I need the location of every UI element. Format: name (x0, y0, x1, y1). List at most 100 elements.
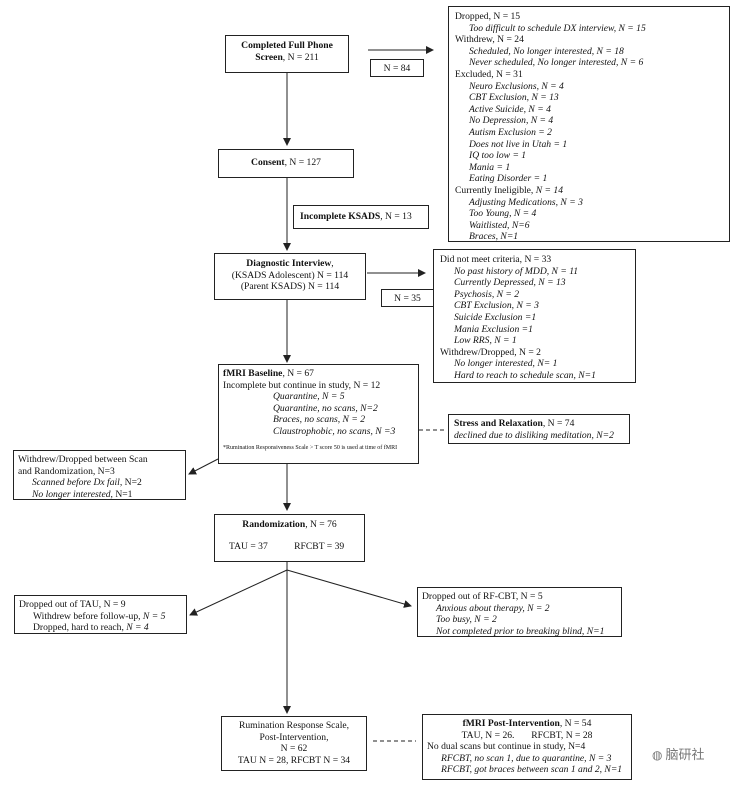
excl-excluded: Excluded, N = 31 (455, 68, 523, 80)
diagnostic-line-1: (KSADS Adolescent) N = 114 (231, 269, 349, 281)
not-met-item: Mania Exclusion =1 (454, 323, 533, 335)
phone-screen-title: Completed Full Phone Screen (241, 40, 333, 63)
rrs-line-3: N = 62 (280, 743, 308, 755)
baseline-title: fMRI Baseline (223, 368, 283, 379)
withdrew-scan-item: No longer interested, N=1 (32, 488, 133, 500)
baseline-item: Quarantine, N = 5 (273, 391, 345, 403)
arrow-to-drop-rfcbt (286, 569, 412, 608)
dropped-rfcbt-head: Dropped out of RF-CBT, N = 5 (422, 591, 543, 602)
baseline-incomplete: Incomplete but continue in study, N = 12 (223, 379, 381, 391)
excl-excluded-item: Mania = 1 (469, 161, 511, 173)
randomization-rfcbt: RFCBT = 39 (294, 540, 345, 552)
excl-ineligible-item: Too Young, N = 4 (469, 208, 537, 220)
excluded-count-box: N = 84 (370, 59, 424, 77)
arrow-baseline-to-withdrew (188, 458, 219, 475)
not-met-withdrew: Withdrew/Dropped, N = 2 (440, 346, 541, 358)
rrs-line-4: TAU N = 28, RFCBT N = 34 (237, 754, 351, 766)
not-met-item: No past history of MDD, N = 11 (454, 265, 579, 277)
watermark-text: 脑研社 (665, 748, 705, 763)
withdrew-scan-line-1: Withdrew/Dropped between Scan (18, 454, 148, 465)
exclusions-box: Dropped, N = 15 Too difficult to schedul… (448, 6, 730, 242)
dropped-tau-item: Withdrew before follow-up, N = 5 (33, 610, 166, 622)
dropped-tau-head: Dropped out of TAU, N = 9 (19, 599, 126, 610)
fmri-baseline-box: fMRI Baseline, N = 67 Incomplete but con… (218, 364, 419, 464)
stress-title: Stress and Relaxation (454, 418, 543, 429)
not-met-head: Did not meet criteria, N = 33 (440, 254, 552, 265)
phone-screen-box-text (225, 35, 349, 73)
dropped-tau-item: Dropped, hard to reach, N = 4 (33, 622, 149, 634)
excl-excluded-item: No Depression, N = 4 (469, 115, 554, 127)
excluded-count: N = 84 (383, 63, 411, 74)
diagnostic-line-2: (Parent KSADS) N = 114 (240, 281, 340, 293)
baseline-item: Quarantine, no scans, N=2 (273, 402, 378, 414)
dropped-rfcbt-box: Dropped out of RF-CBT, N = 5 Anxious abo… (417, 587, 622, 637)
not-met-box: Did not meet criteria, N = 33 No past hi… (433, 249, 636, 383)
post-title: fMRI Post-Intervention (462, 718, 560, 729)
diagnostic-box: Diagnostic Interview, (KSADS Adolescent)… (214, 253, 366, 300)
post-item: RFCBT, got braces between scan 1 and 2, … (441, 764, 623, 776)
excl-ineligible-item: Braces, N=1 (469, 231, 519, 243)
excl-ineligible-item: Waitlisted, N=6 (469, 219, 530, 231)
consent-box: Consent, N = 127 (218, 149, 354, 178)
excl-withdrew: Withdrew, N = 24 (455, 34, 524, 46)
excl-excluded-item: Autism Exclusion = 2 (469, 126, 552, 138)
rrs-box: Rumination Response Scale, Post-Interven… (221, 716, 367, 771)
incomplete-ksads-n: , N = 13 (380, 211, 412, 222)
excl-ineligible: Currently Ineligible, N = 14 (455, 184, 563, 196)
excl-ineligible-item: Adjusting Medications, N = 3 (469, 196, 583, 208)
dropped-tau-box: Dropped out of TAU, N = 9 Withdrew befor… (14, 595, 187, 634)
stress-n: , N = 74 (542, 418, 575, 429)
watermark-icon: ◍ (652, 748, 663, 762)
not-met-item: Psychosis, N = 2 (454, 288, 520, 300)
not-met-item: Suicide Exclusion =1 (454, 311, 537, 323)
post-item: RFCBT, no scan 1, due to quarantine, N =… (441, 752, 612, 764)
not-met-count: N = 35 (394, 293, 421, 304)
dropped-rfcbt-item: Anxious about therapy, N = 2 (436, 602, 550, 614)
arrow-to-drop-tau (189, 569, 288, 616)
baseline-n: , N = 67 (282, 368, 314, 379)
stress-line-1: declined due to disliking meditation, N=… (454, 429, 614, 441)
stress-box: Stress and Relaxation, N = 74 declined d… (448, 414, 630, 444)
consent-title: Consent (251, 157, 285, 168)
baseline-note: *Rumination Responsiveness Scale > T sco… (223, 444, 398, 451)
baseline-item: Braces, no scans, N = 2 (273, 414, 366, 426)
excl-excluded-item: CBT Exclusion, N = 13 (469, 92, 559, 104)
incomplete-ksads-title: Incomplete KSADS (300, 211, 381, 222)
not-met-item: Low RRS, N = 1 (454, 335, 517, 347)
not-met-item: Currently Depressed, N = 13 (454, 277, 566, 289)
incomplete-ksads-box: Incomplete KSADS, N = 13 (293, 205, 429, 229)
phone-screen-n: , N = 211 (282, 51, 319, 63)
excl-withdrew-item: Never scheduled, No longer interested, N… (469, 57, 644, 69)
excl-dropped-item: Too difficult to schedule DX interview, … (469, 22, 646, 34)
randomization-title: Randomization (242, 519, 306, 530)
dropped-rfcbt-item: Not completed prior to breaking blind, N… (436, 625, 605, 637)
post-line-1: TAU, N = 26. RFCBT, N = 28 (461, 729, 593, 741)
withdrew-scan-box: Withdrew/Dropped between Scan and Random… (13, 450, 186, 500)
post-n: , N = 54 (559, 718, 592, 729)
not-met-item: CBT Exclusion, N = 3 (454, 300, 539, 312)
excl-withdrew-item: Scheduled, No longer interested, N = 18 (469, 45, 624, 57)
excl-dropped: Dropped, N = 15 (455, 11, 521, 22)
not-met-withdrew-item: No longer interested, N= 1 (454, 358, 558, 370)
withdrew-scan-line-2: and Randomization, N=3 (18, 465, 115, 477)
consent-n: , N = 127 (284, 157, 321, 168)
randomization-n: , N = 76 (305, 519, 337, 530)
not-met-withdrew-item: Hard to reach to schedule scan, N=1 (454, 369, 596, 381)
fmri-post-box: fMRI Post-Intervention, N = 54 TAU, N = … (422, 714, 632, 780)
excl-excluded-item: Neuro Exclusions, N = 4 (469, 80, 564, 92)
phone-screen-box: Completed Full Phone Screen, N = 211 (225, 35, 349, 73)
excl-excluded-item: IQ too low = 1 (469, 150, 527, 162)
excl-excluded-item: Eating Disorder = 1 (469, 173, 548, 185)
post-line-2: No dual scans but continue in study, N=4 (427, 741, 586, 753)
not-met-count-box: N = 35 (381, 289, 434, 307)
dropped-rfcbt-item: Too busy, N = 2 (436, 614, 497, 626)
rrs-line-2: Post-Intervention, (259, 731, 329, 743)
randomization-tau: TAU = 37 (229, 540, 268, 552)
rrs-line-1: Rumination Response Scale, (238, 720, 350, 731)
excl-excluded-item: Does not live in Utah = 1 (469, 138, 568, 150)
excl-excluded-item: Active Suicide, N = 4 (469, 103, 551, 115)
diagnostic-title: Diagnostic Interview (246, 258, 332, 269)
watermark: ◍脑研社 (652, 744, 705, 763)
randomization-box: Randomization, N = 76 TAU = 37 RFCBT = 3… (214, 514, 365, 562)
